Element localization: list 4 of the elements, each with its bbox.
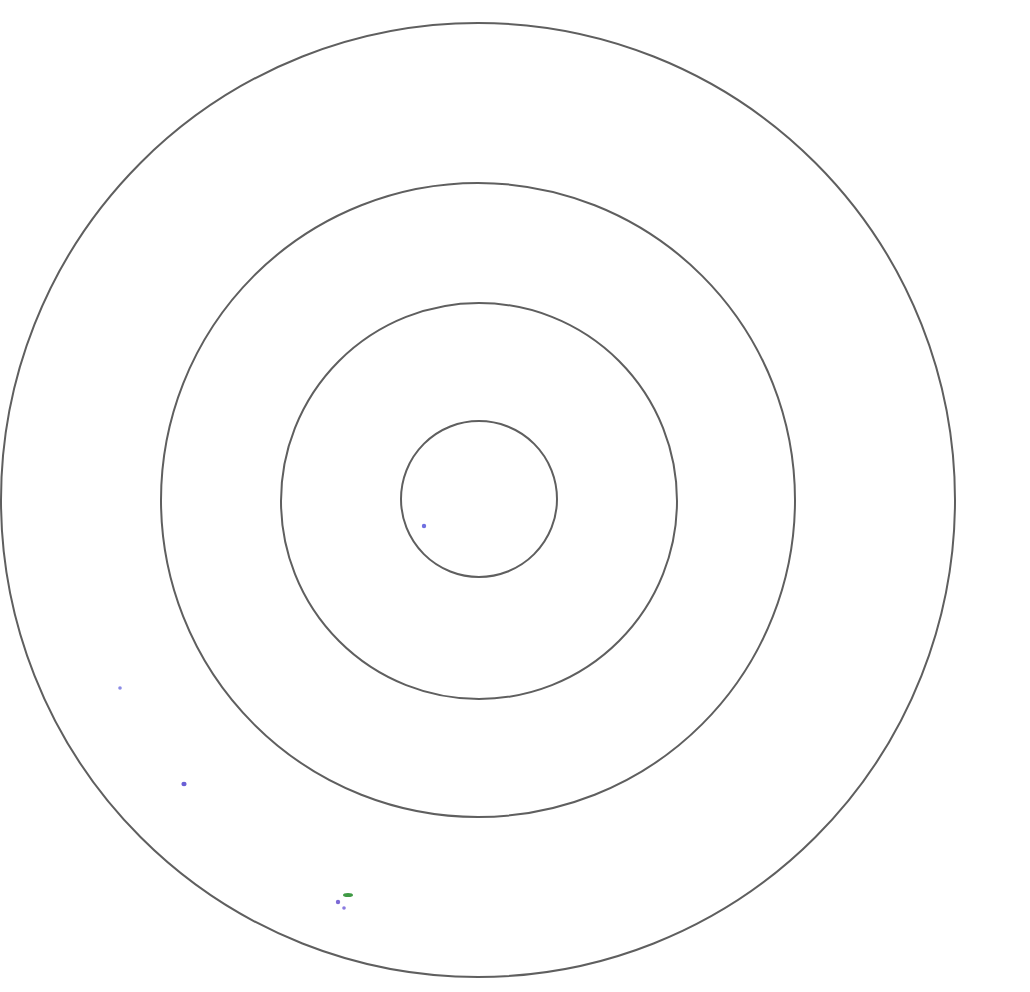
ring-outline xyxy=(399,420,557,578)
ring-outline xyxy=(279,302,677,700)
ring-outline xyxy=(160,182,796,818)
ring-outline xyxy=(0,22,956,978)
